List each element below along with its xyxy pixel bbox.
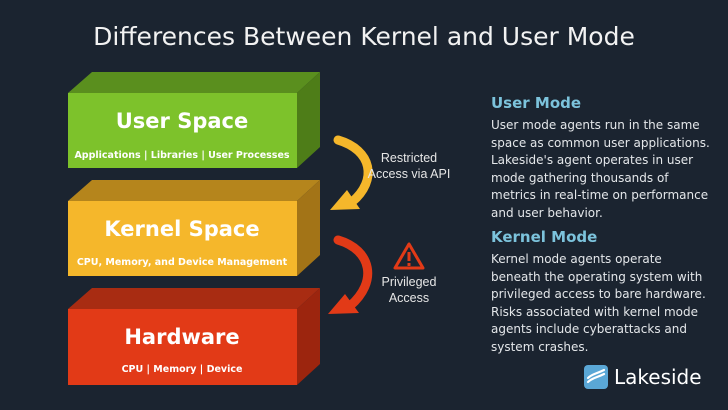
lakeside-logo-text: Lakeside <box>614 365 702 389</box>
hardware-front <box>68 309 297 385</box>
kernel-space-front <box>68 201 297 276</box>
user-space-detail: Applications | Libraries | User Processe… <box>74 150 290 161</box>
lakeside-logo: Lakeside <box>584 362 714 392</box>
page-title: Differences Between Kernel and User Mode <box>93 22 635 51</box>
user-mode-description: User mode agents run in the same space a… <box>491 118 710 220</box>
user-space-title: User Space <box>115 109 249 133</box>
hardware-detail: CPU | Memory | Device <box>121 364 243 375</box>
kernel-space-title: Kernel Space <box>104 217 260 241</box>
kernel-space-block <box>68 180 320 276</box>
kernel-space-detail: CPU, Memory, and Device Management <box>76 257 288 268</box>
user-mode-heading: User Mode <box>491 94 582 112</box>
hardware-side <box>297 288 320 385</box>
user-space-top <box>68 72 320 93</box>
user-space-side <box>297 72 320 168</box>
user-mode-panel: User Mode User mode agents run in the sa… <box>491 94 713 222</box>
lakeside-logo-icon <box>584 365 608 389</box>
kernel-space-side <box>297 180 320 276</box>
kernel-mode-description: Kernel mode agents operate beneath the o… <box>491 252 706 354</box>
kernel-mode-heading: Kernel Mode <box>491 228 598 246</box>
hardware-top <box>68 288 320 309</box>
restricted-access-label: Restricted Access via API <box>367 151 451 181</box>
hardware-title: Hardware <box>124 325 240 349</box>
warning-icon <box>393 242 425 270</box>
kernel-space-top <box>68 180 320 201</box>
hardware-block <box>68 288 320 385</box>
curved-arrow-icon <box>330 135 373 210</box>
user-space-block <box>68 72 320 168</box>
kernel-mode-panel: Kernel Mode Kernel mode agents operate b… <box>491 228 713 356</box>
privileged-access-label: Privileged Access <box>381 275 437 305</box>
user-space-front <box>68 93 297 168</box>
curved-arrow-icon <box>328 235 373 314</box>
